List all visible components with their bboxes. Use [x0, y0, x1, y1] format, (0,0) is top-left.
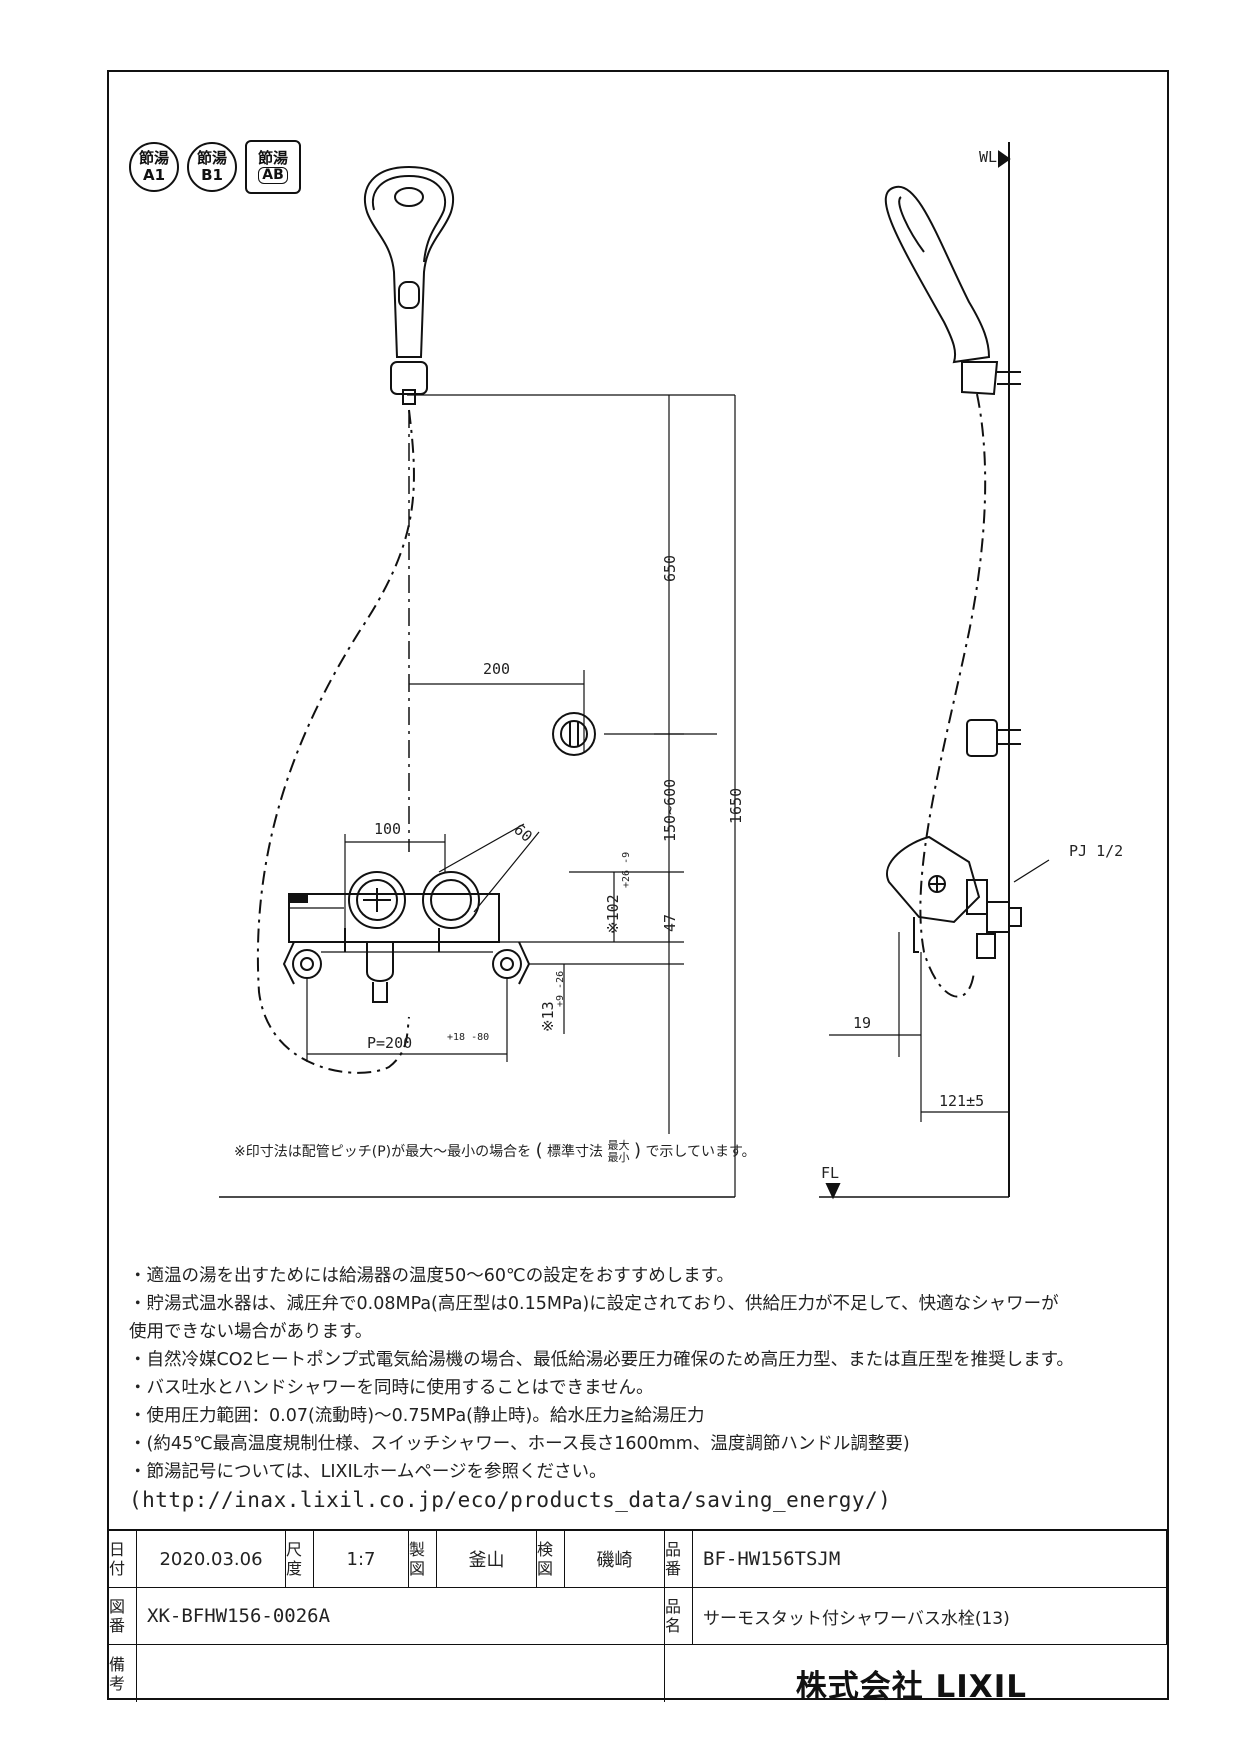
note-item: ・自然冷媒CO2ヒートポンプ式電気給湯機の場合、最低給湯必要圧力確保のため高圧力…	[129, 1350, 1074, 1370]
note-item: ・適温の湯を出すためには給湯器の温度50～60℃の設定をおすすめします。	[129, 1266, 734, 1286]
remarks-label: 備考	[109, 1645, 137, 1702]
dimension-19: 19	[853, 1014, 872, 1032]
side-view	[819, 142, 1050, 1200]
note-item: ・貯湯式温水器は、減圧弁で0.08MPa(高圧型は0.15MPa)に設定されてお…	[129, 1294, 1059, 1314]
note-url: (http://inax.lixil.co.jp/eco/products_da…	[129, 1488, 892, 1512]
faucet-body-front	[282, 871, 531, 1003]
dimension-650: 650	[661, 554, 679, 582]
product-name-label: 品名	[665, 1588, 693, 1645]
installation-notes: ・適温の湯を出すためには給湯器の温度50～60℃の設定をおすすめします。 ・貯湯…	[129, 1262, 1159, 1514]
water-saving-badge-ab: 節湯 AB	[245, 140, 301, 194]
checked-by-value: 磯崎	[565, 1531, 665, 1588]
pitch-dimension: P=200	[367, 1034, 413, 1052]
dimension-102-tolerance: +26 -9	[621, 851, 632, 888]
dimension-150-600: 150~600	[661, 778, 679, 842]
date-value: 2020.03.06	[137, 1531, 286, 1588]
shower-head-front	[363, 165, 455, 405]
pipe-thread-label: PJ 1/2	[1069, 842, 1124, 860]
hose-path-front	[257, 409, 415, 1074]
drawn-by-label: 製図	[409, 1531, 437, 1588]
technical-drawing	[219, 142, 1050, 1200]
dimension-100: 100	[374, 820, 402, 838]
date-label: 日付	[109, 1531, 137, 1588]
note-item: 使用できない場合があります。	[129, 1322, 373, 1342]
dimension-102: ※102	[604, 894, 622, 934]
dimension-121: 121±5	[939, 1092, 985, 1110]
product-number-value: BF-HW156TSJM	[693, 1531, 1167, 1588]
water-saving-badge-b1: 節湯 B1	[187, 142, 237, 192]
scale-value: 1:7	[314, 1531, 409, 1588]
drawing-number-label: 図番	[109, 1588, 137, 1645]
hook-front	[552, 712, 717, 756]
title-block: 日付 2020.03.06 尺度 1:7 製図 釜山 検図 磯崎 品番 BF-H…	[109, 1529, 1167, 1702]
dimension-200: 200	[483, 660, 511, 678]
water-saving-badge-a1: 節湯 A1	[129, 142, 179, 192]
note-item: ・節湯記号については、LIXILホームページを参照ください。	[129, 1462, 607, 1482]
dimension-footnote: ※印寸法は配管ピッチ(P)が最大～最小の場合を ( 標準寸法 最大 最小 ) で…	[234, 1139, 756, 1164]
dimension-1650: 1650	[727, 787, 745, 824]
scale-label: 尺度	[286, 1531, 314, 1588]
pitch-tolerance: +18 -80	[447, 1032, 490, 1043]
product-number-label: 品番	[665, 1531, 693, 1588]
remarks-value	[137, 1645, 665, 1702]
company-name: 株式会社 LIXIL	[795, 1669, 1027, 1705]
floor-level-label: FL	[821, 1164, 840, 1182]
product-name-value: サーモスタット付シャワーバス水栓(13)	[693, 1588, 1167, 1645]
water-level-label: WL	[979, 148, 998, 166]
drawing-sheet: 節湯 A1 節湯 B1 節湯 AB 650 1650 200 100 60 15…	[107, 70, 1169, 1705]
note-item: ・使用圧力範囲：0.07(流動時)～0.75MPa(静止時)。給水圧力≧給湯圧力	[129, 1406, 705, 1426]
drawn-by-value: 釜山	[437, 1531, 537, 1588]
note-item: ・(約45℃最高温度規制仕様、スイッチシャワー、ホース長さ1600mm、温度調節…	[129, 1434, 910, 1454]
dimension-47: 47	[661, 913, 679, 932]
drawing-number-value: XK-BFHW156-0026A	[137, 1588, 665, 1645]
note-item: ・バス吐水とハンドシャワーを同時に使用することはできません。	[129, 1378, 654, 1398]
dimension-13-tolerance: +9 -26	[555, 970, 566, 1007]
checked-by-label: 検図	[537, 1531, 565, 1588]
